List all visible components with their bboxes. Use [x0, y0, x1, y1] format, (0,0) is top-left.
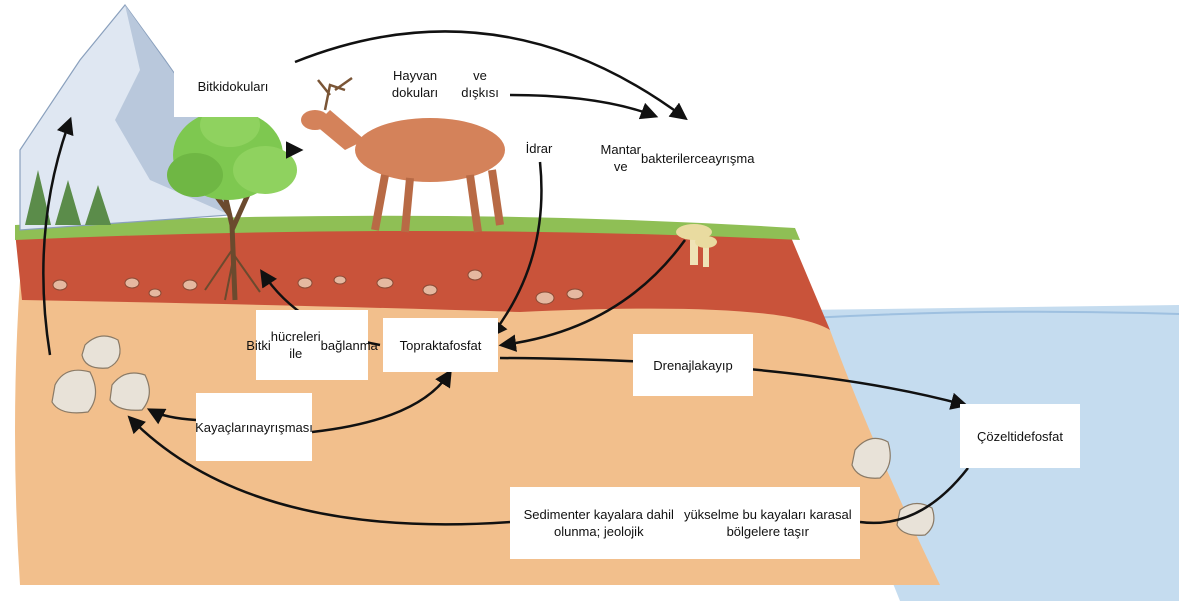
label-urine: İdrar	[511, 135, 567, 161]
arrow-animal-to-decomposers	[510, 95, 655, 116]
label-sedimentation: Sedimenter kayalara dahil olunma; jeoloj…	[510, 487, 860, 559]
